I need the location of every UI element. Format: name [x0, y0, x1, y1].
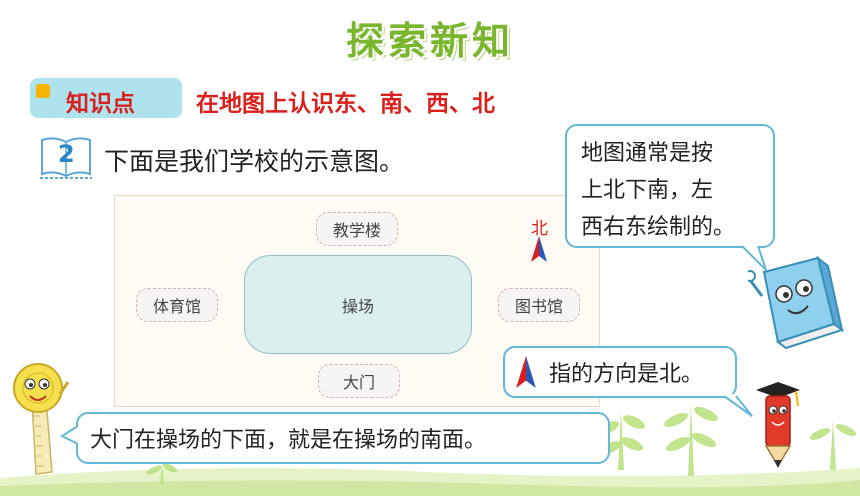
knowledge-point-pill: [30, 78, 182, 118]
pencil-character-icon: [756, 382, 800, 468]
slide-title: 探索新知: [345, 19, 514, 63]
question-text: 下面是我们学校的示意图。: [104, 147, 405, 176]
arrow-note-text: 指的方向是北。: [549, 362, 704, 387]
flag-icon: [36, 84, 50, 98]
bubble-line: 地图通常是按: [581, 141, 714, 166]
bubble-tail: [741, 244, 767, 271]
arrow-note-bubble: 指的方向是北。: [503, 346, 737, 398]
building-gym: 体育馆: [136, 288, 218, 322]
bubble-tail: [723, 394, 753, 417]
ruler-character-icon: [13, 363, 70, 475]
north-arrow-icon: [516, 356, 536, 388]
question-number: 2: [58, 140, 75, 168]
gate-note-text: 大门在操场的下面，就是在操场的南面。: [90, 428, 487, 453]
book-icon: [40, 137, 92, 179]
bubble-tail: [60, 425, 80, 445]
north-arrow-icon: [531, 236, 547, 262]
north-label: 北: [531, 219, 548, 239]
building-gate: 大门: [318, 364, 400, 398]
book-character-icon: [748, 255, 844, 350]
building-library: 图书馆: [498, 288, 580, 322]
building-playground: 操场: [244, 255, 472, 354]
bubble-line: 上北下南，左: [581, 178, 714, 203]
building-teaching: 教学楼: [316, 212, 398, 246]
map-rule-bubble: 地图通常是按 上北下南，左 西右东绘制的。: [565, 124, 775, 248]
gate-note-bubble: 大门在操场的下面，就是在操场的南面。: [76, 412, 610, 464]
knowledge-point-topic: 在地图上认识东、南、西、北: [196, 91, 495, 117]
knowledge-point-label: 知识点: [66, 91, 135, 117]
bubble-line: 西右东绘制的。: [581, 215, 736, 240]
